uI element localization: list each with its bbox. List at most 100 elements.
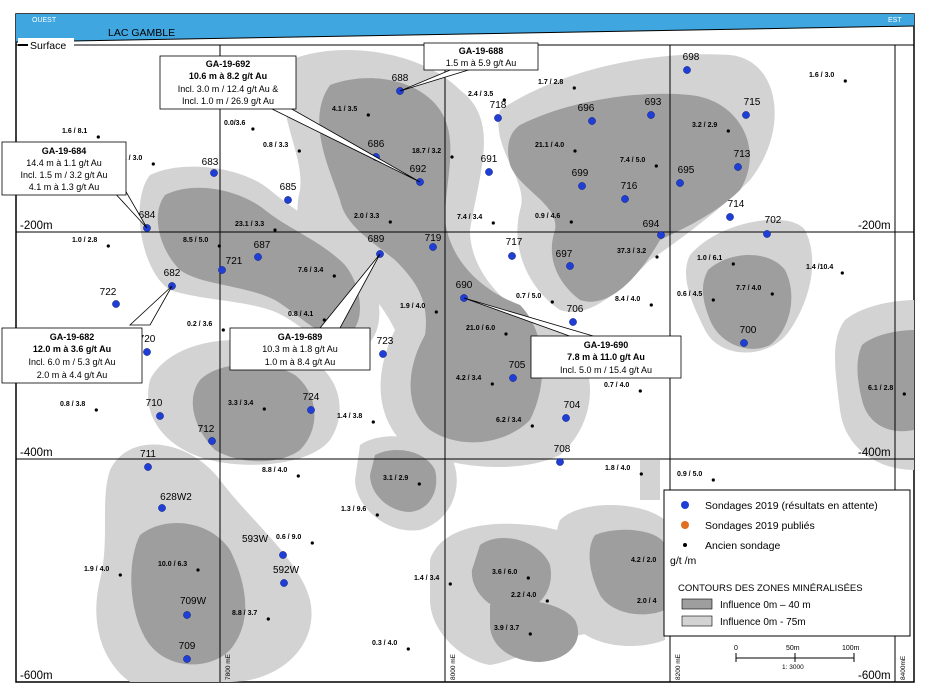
callout-line: 1.0 m à 8.4 g/t Au [265, 357, 336, 367]
drill-hole-2019-label: 683 [202, 157, 219, 168]
drill-hole-2019-label: 691 [481, 154, 498, 165]
callout-title: GA-19-682 [50, 332, 95, 342]
drill-hole-2019-label: 698 [683, 52, 700, 63]
callout-ga-19-684: GA-19-684 14.4 m à 1.1 g/t Au Incl. 1.5 … [1, 141, 127, 196]
callout-line: 14.4 m à 1.1 g/t Au [26, 158, 102, 168]
drill-hole-2019-dot [183, 611, 191, 619]
callout-line: Incl. 6.0 m / 5.3 g/t Au [28, 357, 115, 367]
old-hole-value: 1.8 / 4.0 [605, 465, 630, 472]
callout-title: GA-19-692 [206, 59, 251, 69]
old-hole-value: 6.1 / 2.8 [868, 385, 893, 392]
legend-dark-label: Influence 0m – 40 m [720, 600, 811, 611]
drill-hole-2019-label: 686 [368, 139, 385, 150]
old-hole-value: 7.6 / 3.4 [298, 267, 323, 274]
drill-hole-2019-dot [676, 179, 684, 187]
legend-light-swatch [681, 615, 713, 627]
surface-label: Surface [30, 40, 66, 52]
drill-hole-2019-label: 720 [139, 334, 156, 345]
drill-hole-2019-label: 709W [180, 596, 207, 607]
old-hole-dot [94, 408, 98, 412]
drill-hole-2019-dot [183, 655, 191, 663]
drill-hole-2019-label: 706 [567, 304, 584, 315]
drill-hole-2019-label: 710 [146, 398, 163, 409]
old-hole-dot [840, 271, 844, 275]
old-hole-dot [902, 392, 906, 396]
old-hole-value: 3.3 / 3.4 [228, 400, 253, 407]
drill-hole-2019-dot [578, 182, 586, 190]
drill-hole-2019-label: 724 [303, 392, 320, 403]
drill-hole-2019-dot [562, 414, 570, 422]
drill-hole-2019-dot [218, 266, 226, 274]
old-hole-dot [638, 389, 642, 393]
old-hole-dot [273, 228, 277, 232]
old-hole-value: 2.2 / 4.0 [511, 592, 536, 599]
old-hole-dot [406, 647, 410, 651]
scale-100: 100m [842, 645, 860, 652]
drill-hole-2019-label: 688 [392, 73, 409, 84]
callout-leaders [111, 67, 601, 339]
old-hole-dot [770, 292, 774, 296]
old-hole-value: 4.2 / 2.0 [631, 557, 656, 564]
drill-hole-2019-dot [509, 374, 517, 382]
drill-hole-2019-dot [156, 412, 164, 420]
old-hole-dot [639, 472, 643, 476]
old-hole-value: 8.8 / 3.7 [232, 610, 257, 617]
old-hole-dot [843, 79, 847, 83]
old-hole-dot [434, 310, 438, 314]
drill-hole-2019-label: 721 [226, 256, 243, 267]
depth-label-400-right: -400m [858, 447, 891, 459]
old-hole-value: 8.5 / 5.0 [183, 237, 208, 244]
old-hole-value: 0.6 / 9.0 [276, 534, 301, 541]
old-hole-dot [296, 474, 300, 478]
callout-title: GA-19-690 [584, 340, 629, 350]
legend-dark-swatch [681, 598, 713, 610]
old-hole-value: 1.4 / 3.8 [337, 413, 362, 420]
old-hole-dot [366, 113, 370, 117]
drill-hole-2019-dot [763, 230, 771, 238]
callout-line: 10.3 m à 1.8 g/t Au [262, 344, 338, 354]
drill-hole-2019-label: 723 [377, 336, 394, 347]
drill-hole-2019-dot [210, 169, 218, 177]
old-hole-dot [726, 129, 730, 133]
drill-hole-2019-dot [734, 163, 742, 171]
old-hole-dot [504, 332, 508, 336]
callout-ga-19-688: GA-19-688 1.5 m à 5.9 g/t Au [423, 42, 539, 71]
drill-hole-2019-dot [429, 243, 437, 251]
drill-hole-2019-label: 696 [578, 103, 595, 114]
depth-label-200-left: -200m [20, 220, 53, 232]
callout-ga-19-682: GA-19-682 12.0 m à 3.6 g/t Au Incl. 6.0 … [1, 327, 143, 384]
old-hole-dot [491, 221, 495, 225]
callout-title: GA-19-688 [459, 46, 504, 56]
old-hole-dot [526, 576, 530, 580]
callout-line: Incl. 3.0 m / 12.4 g/t Au & [178, 84, 279, 94]
dark-influence-zones [131, 78, 914, 665]
easting-8000: 8000 mE [450, 653, 457, 680]
old-hole-dot [322, 318, 326, 322]
drill-hole-2019-dot [112, 300, 120, 308]
old-hole-dot [448, 582, 452, 586]
callout-line: Incl. 5.0 m / 15.4 g/t Au [560, 365, 652, 375]
drill-hole-2019-dot [588, 117, 596, 125]
old-hole-dot [297, 149, 301, 153]
old-hole-dot [490, 382, 494, 386]
old-hole-dot [151, 162, 155, 166]
callout-title: GA-19-689 [278, 332, 323, 342]
old-hole-value: 0.3 / 4.0 [372, 640, 397, 647]
lake-label: LAC GAMBLE [108, 27, 175, 39]
old-hole-dot [711, 298, 715, 302]
old-hole-value: 0.8 / 4.1 [288, 311, 313, 318]
drill-hole-2019-label: 593W [242, 534, 269, 545]
old-hole-value: 3.9 / 3.7 [494, 625, 519, 632]
old-hole-dot [266, 617, 270, 621]
depth-labels: -200m -200m -400m -400m -600m -600m [20, 220, 891, 682]
old-hole-value: 0.8 / 3.3 [263, 142, 288, 149]
drill-hole-2019-label: 714 [728, 199, 745, 210]
drill-hole-2019-label: 713 [734, 149, 751, 160]
old-hole-value: 21.0 / 6.0 [466, 325, 495, 332]
scale-0: 0 [734, 645, 738, 652]
west-label: OUEST [32, 17, 57, 24]
old-hole-value: 0.7 / 5.0 [516, 293, 541, 300]
legend-orange-label: Sondages 2019 publiés [705, 520, 815, 532]
legend-black-dot [683, 543, 687, 547]
drill-hole-2019-label: 702 [765, 215, 782, 226]
